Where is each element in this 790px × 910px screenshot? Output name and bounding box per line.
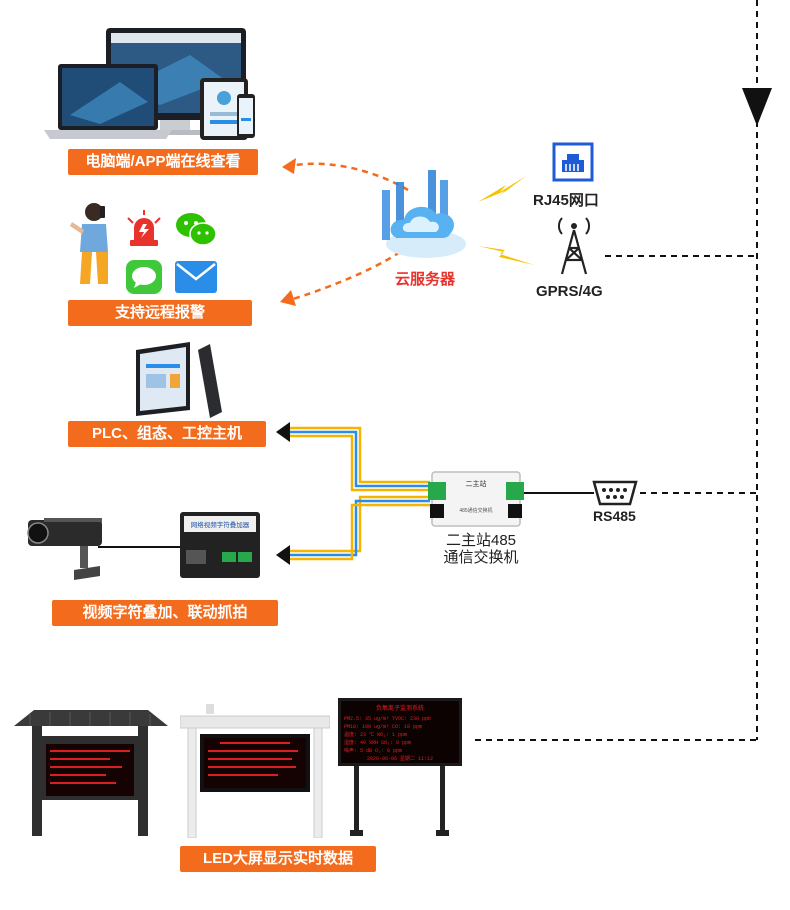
- plc-label: PLC、组态、工控主机: [68, 421, 266, 447]
- lightning-icon: [478, 176, 526, 202]
- rj45-label: RJ45网口: [533, 192, 599, 209]
- switch-module-icon: 二主站 485通信交换机: [428, 471, 524, 527]
- switch-label-line2: 通信交换机: [443, 549, 519, 566]
- dashed-bus: [475, 0, 758, 741]
- db9-connector-icon: [592, 480, 638, 506]
- billboard-screen-icon: [180, 704, 330, 838]
- led-sign-row: 湿度: 40 %RH SO₂: 0 ppm: [344, 739, 411, 746]
- video-arrow: [276, 545, 290, 565]
- touch-panel-icon: [136, 342, 222, 418]
- video-label: 视频字符叠加、联动抓拍: [52, 600, 278, 626]
- led-sign-title: 负氧离子监测系统: [376, 704, 424, 712]
- alarm-light-icon: [127, 210, 161, 246]
- led-sign-row: PM2.5: 35 ug/m³ TVOC: 230 ppb: [344, 716, 431, 722]
- switch-label: 二主站485 通信交换机: [436, 532, 526, 566]
- rs485-label: RS485: [593, 508, 636, 524]
- switch-face-subtext: 485通信交换机: [459, 507, 492, 514]
- led-sign-date: 2020-06-06 星期二 11:12: [367, 756, 433, 762]
- lightning-icon: [478, 246, 534, 265]
- antenna-tower-icon: [558, 217, 590, 275]
- message-icon: [126, 260, 162, 294]
- camera-icon: [27, 518, 102, 580]
- gprs-label: GPRS/4G: [536, 283, 603, 300]
- remote-alarm-label: 支持远程报警: [68, 300, 252, 326]
- switch-face-text: 二主站: [466, 479, 487, 488]
- mail-icon: [175, 261, 217, 293]
- sign-screen-icon: 负氧离子监测系统 PM2.5: 35 ug/m³ TVOC: 230 ppb P…: [338, 698, 462, 836]
- pc-app-label: 电脑端/APP端在线查看: [68, 149, 258, 175]
- led-label: LED大屏显示实时数据: [180, 846, 376, 872]
- cloud-label: 云服务器: [395, 271, 456, 288]
- person-phone-icon: [70, 203, 108, 284]
- plc-arrow: [276, 422, 290, 442]
- bus-arrow-down: [742, 88, 772, 126]
- led-sign-row: 噪声: 5 dB O₃: 0 ppm: [344, 747, 402, 754]
- rj45-port-icon: [552, 142, 594, 182]
- led-sign-row: PM10: 100 ug/m³ CO: 10 ppm: [344, 724, 422, 730]
- led-sign-row: 温度: 23 ℃ NO₂: 1 ppm: [344, 731, 407, 738]
- video-box-title: 网络视频字符叠加器: [191, 520, 250, 529]
- cloud-server-icon: [382, 170, 466, 258]
- devices-icon: [44, 28, 255, 140]
- overlay-box-icon: 网络视频字符叠加器: [180, 512, 260, 578]
- switch-label-line1: 二主站485: [445, 532, 517, 549]
- cloud-to-alarm-arrow: [280, 250, 401, 306]
- video-cable: [290, 495, 430, 561]
- plc-cable: [290, 426, 430, 492]
- pavilion-screen-icon: [14, 710, 168, 836]
- wechat-icon: [176, 213, 217, 246]
